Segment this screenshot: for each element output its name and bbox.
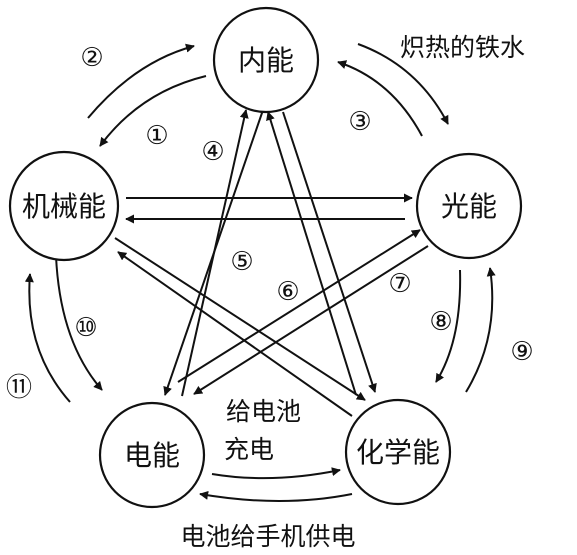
node-chemical-label: 化学能 (356, 436, 440, 469)
arrow-chemical-to-internal (266, 111, 357, 396)
node-internal-energy: 内能 (212, 6, 320, 114)
label-n7: ⑦ (388, 269, 411, 299)
label-n5: ⑤ (230, 247, 253, 277)
arrow-electric-to-chemical (211, 467, 341, 480)
arrow-light-to-electric (193, 245, 429, 395)
arrow-internal-to-light (357, 43, 449, 125)
node-mechanical-label: 机械能 (22, 190, 106, 223)
arrow-internal-to-mechanical (99, 75, 207, 147)
node-chemical-energy: 化学能 (344, 398, 452, 506)
arrow-light-to-chemical (435, 269, 462, 383)
annotation-phone-power: 电池给手机供电 (180, 522, 355, 551)
label-n8: ⑧ (429, 307, 452, 337)
arrow-mechanical-to-chemical (114, 237, 366, 401)
label-n3: ③ (348, 107, 371, 137)
arrow-mechanical-to-internal (87, 43, 195, 119)
arrow-electric-to-internal (181, 109, 249, 397)
node-light-label: 光能 (441, 190, 497, 223)
node-electric-label: 电能 (124, 439, 180, 472)
label-n9: ⑨ (510, 337, 533, 367)
node-light-energy: 光能 (415, 152, 523, 260)
arrow-light-to-internal (337, 60, 423, 137)
label-n6: ⑥ (276, 277, 299, 307)
arrow-chemical-to-light (465, 267, 496, 393)
arrow-electric-to-light (177, 229, 421, 383)
label-n10: ⑩ (74, 313, 97, 343)
label-n2: ② (80, 43, 103, 73)
arrow-internal-to-chemical (282, 111, 377, 393)
label-n11: ⑪ (6, 373, 32, 403)
label-n4: ④ (201, 137, 224, 167)
label-n1: ① (145, 121, 168, 151)
annotation-charge-line2: 充电 (224, 435, 274, 464)
annotation-hot-iron: 炽热的铁水 (400, 33, 525, 62)
node-mechanical-energy: 机械能 (8, 150, 120, 262)
node-internal-label: 内能 (238, 44, 294, 77)
arrow-mechanical-to-electric (55, 255, 103, 391)
arrow-electric-to-mechanical (24, 273, 71, 403)
arrow-chemical-to-electric (199, 490, 353, 502)
node-electric-energy: 电能 (98, 401, 206, 509)
annotation-charge-line1: 给电池 (226, 397, 301, 426)
arrow-chemical-to-mechanical (117, 251, 353, 417)
